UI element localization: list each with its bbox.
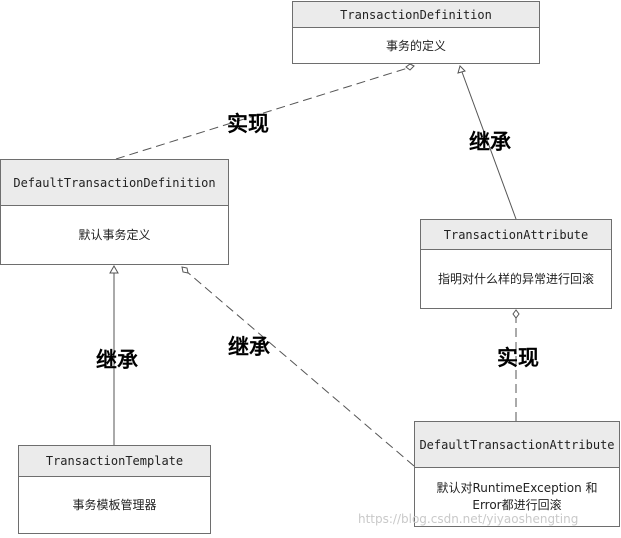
class-transaction-definition[interactable]: TransactionDefinition 事务的定义 (292, 1, 540, 64)
class-description: 默认事务定义 (78, 228, 151, 242)
class-description: 事务模板管理器 (72, 498, 157, 512)
realization-line-middle (185, 270, 415, 467)
class-name: DefaultTransactionDefinition (1, 160, 228, 206)
inheritance-line-right (461, 71, 517, 220)
class-name: DefaultTransactionAttribute (415, 422, 619, 468)
label-extends-left: 继承 (96, 348, 138, 372)
diamond-head-top (405, 63, 415, 71)
diamond-head-right (512, 309, 520, 319)
class-name: TransactionAttribute (421, 220, 611, 250)
class-description: 事务的定义 (385, 38, 446, 53)
class-name: TransactionDefinition (293, 2, 539, 28)
class-default-transaction-definition[interactable]: DefaultTransactionDefinition 默认事务定义 (0, 159, 229, 265)
label-implements-top: 实现 (227, 112, 269, 136)
class-description: 指明对什么样的异常进行回滚 (437, 272, 594, 286)
class-transaction-template[interactable]: TransactionTemplate 事务模板管理器 (18, 445, 211, 534)
label-extends-right: 继承 (469, 130, 511, 154)
arrow-head-right (457, 65, 466, 74)
diamond-head-middle (181, 266, 189, 274)
label-implements-right: 实现 (497, 346, 539, 370)
label-extends-middle: 继承 (228, 335, 270, 359)
class-description: 默认对RuntimeException 和 Error都进行回滚 (436, 481, 598, 512)
class-transaction-attribute[interactable]: TransactionAttribute 指明对什么样的异常进行回滚 (420, 219, 612, 309)
watermark: https://blog.csdn.net/yiyaoshengting (358, 512, 579, 526)
class-default-transaction-attribute[interactable]: DefaultTransactionAttribute 默认对RuntimeEx… (414, 421, 620, 527)
class-name: TransactionTemplate (19, 446, 210, 477)
arrow-head-left (109, 264, 119, 274)
realization-line-top (115, 66, 412, 160)
